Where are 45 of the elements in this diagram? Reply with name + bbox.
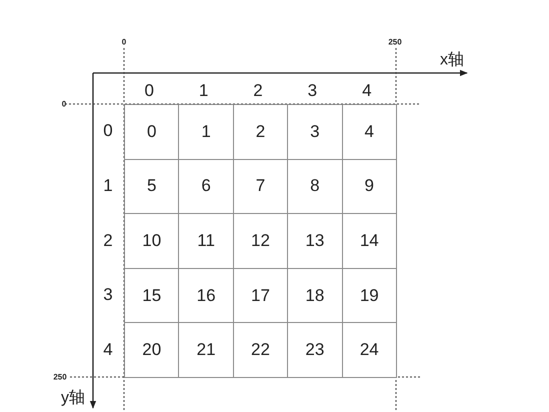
cell-number: 16 <box>196 286 216 306</box>
coordinate-tick-label: 0 <box>62 100 66 108</box>
row-index: 0 <box>103 121 113 142</box>
axis-label: y轴 <box>61 388 85 408</box>
axis-label: x轴 <box>440 50 464 70</box>
cell-number: 11 <box>197 230 215 251</box>
row-index: 1 <box>103 176 113 196</box>
cell-number: 14 <box>360 230 379 251</box>
column-index: 1 <box>198 81 208 101</box>
cell-number: 17 <box>251 286 270 306</box>
column-index: 4 <box>362 81 372 101</box>
column-index: 2 <box>253 81 263 101</box>
cell-number: 19 <box>360 286 379 306</box>
row-index: 3 <box>103 285 113 306</box>
cell-number: 22 <box>251 340 270 360</box>
cell-number: 8 <box>310 176 320 196</box>
cell-number: 24 <box>360 340 379 360</box>
row-index: 2 <box>103 230 113 250</box>
coordinate-tick-label: 0 <box>122 38 126 46</box>
cell-number: 12 <box>251 230 270 251</box>
cell-number: 1 <box>201 122 211 142</box>
cell-number: 18 <box>305 286 324 306</box>
cell-number: 3 <box>310 122 320 142</box>
grid-cell <box>124 104 180 160</box>
cell-number: 6 <box>201 176 211 196</box>
cell-number: 2 <box>256 122 266 142</box>
cell-number: 5 <box>146 176 156 196</box>
cell-number: 23 <box>305 340 324 360</box>
column-index: 3 <box>308 81 318 101</box>
cell-number: 15 <box>142 286 162 306</box>
grid-cell <box>124 322 180 378</box>
cell-number: 4 <box>364 122 374 142</box>
cell-number: 20 <box>142 340 162 360</box>
cell-number: 10 <box>142 230 162 251</box>
grid-cell <box>342 104 397 160</box>
cell-number: 9 <box>364 176 374 196</box>
coordinate-tick-label: 250 <box>53 372 67 382</box>
grid-cell <box>342 322 397 378</box>
column-index: 0 <box>144 81 154 101</box>
coordinate-tick-label: 250 <box>388 38 402 46</box>
cell-number: 13 <box>305 230 324 251</box>
cell-number: 21 <box>196 340 216 360</box>
row-index: 4 <box>103 340 113 360</box>
cell-number: 7 <box>256 176 266 196</box>
cell-number: 0 <box>146 122 156 142</box>
